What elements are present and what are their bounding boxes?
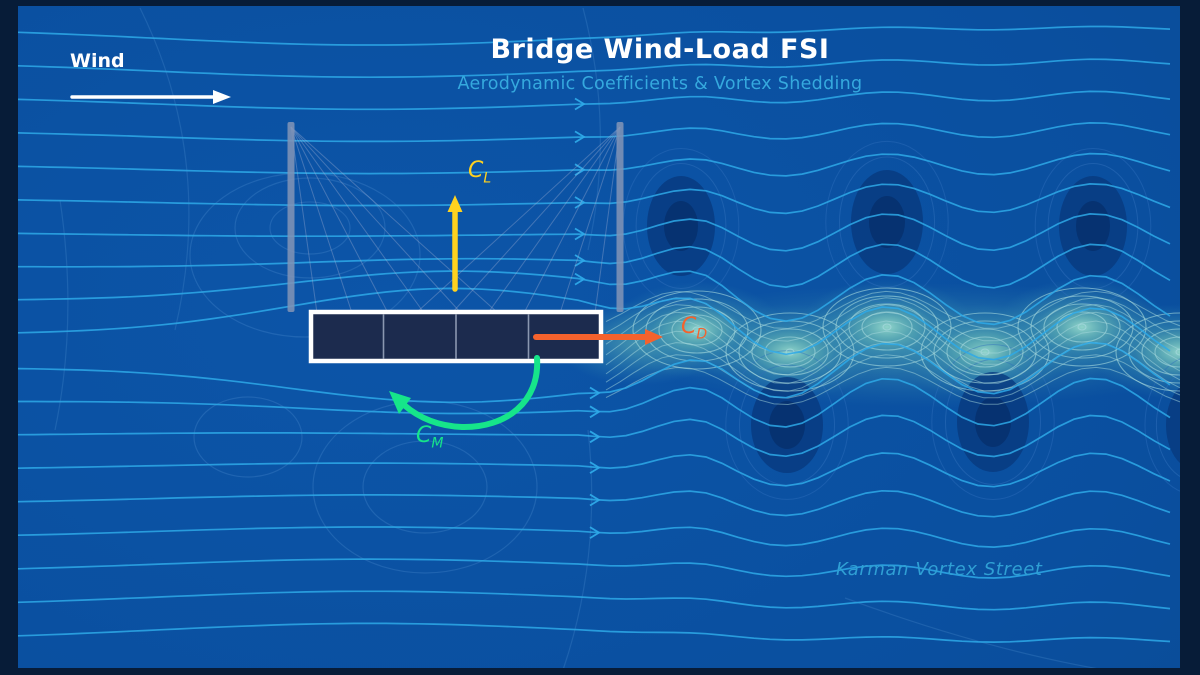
drag-coefficient-label: CD — [681, 314, 707, 342]
lift-subscript: L — [483, 170, 492, 187]
drag-subscript: D — [696, 326, 708, 343]
pylon-left — [287, 122, 295, 312]
page-title: Bridge Wind-Load FSI — [490, 34, 830, 65]
karman-vortex-street-label: Karman Vortex Street — [836, 559, 1043, 580]
moment-subscript: M — [431, 435, 444, 452]
bridge-cables — [290, 126, 621, 314]
frame-border-right — [1180, 0, 1200, 675]
frame-border-top — [0, 0, 1200, 6]
moment-symbol: C — [416, 423, 432, 448]
moment-arrow — [389, 355, 541, 431]
lift-symbol: C — [468, 158, 484, 183]
moment-coefficient-label: CM — [416, 423, 443, 451]
frame-border-left — [0, 0, 18, 675]
wind-arrow — [70, 90, 231, 104]
streamline-arrowheads — [574, 97, 601, 539]
pylon-right — [616, 122, 624, 312]
force-arrows — [70, 90, 663, 431]
lift-coefficient-label: CL — [468, 158, 491, 186]
streamlines — [17, 25, 1171, 643]
drag-symbol: C — [681, 314, 697, 339]
vortex-street-wake — [555, 140, 1200, 500]
page-subtitle: Aerodynamic Coefficients & Vortex Sheddi… — [457, 74, 863, 94]
drag-arrow — [533, 329, 663, 345]
lift-arrow — [447, 195, 463, 292]
frame-border-bottom — [0, 668, 1200, 675]
wind-label: Wind — [70, 50, 125, 72]
deck-segment-dividers — [382, 314, 530, 359]
